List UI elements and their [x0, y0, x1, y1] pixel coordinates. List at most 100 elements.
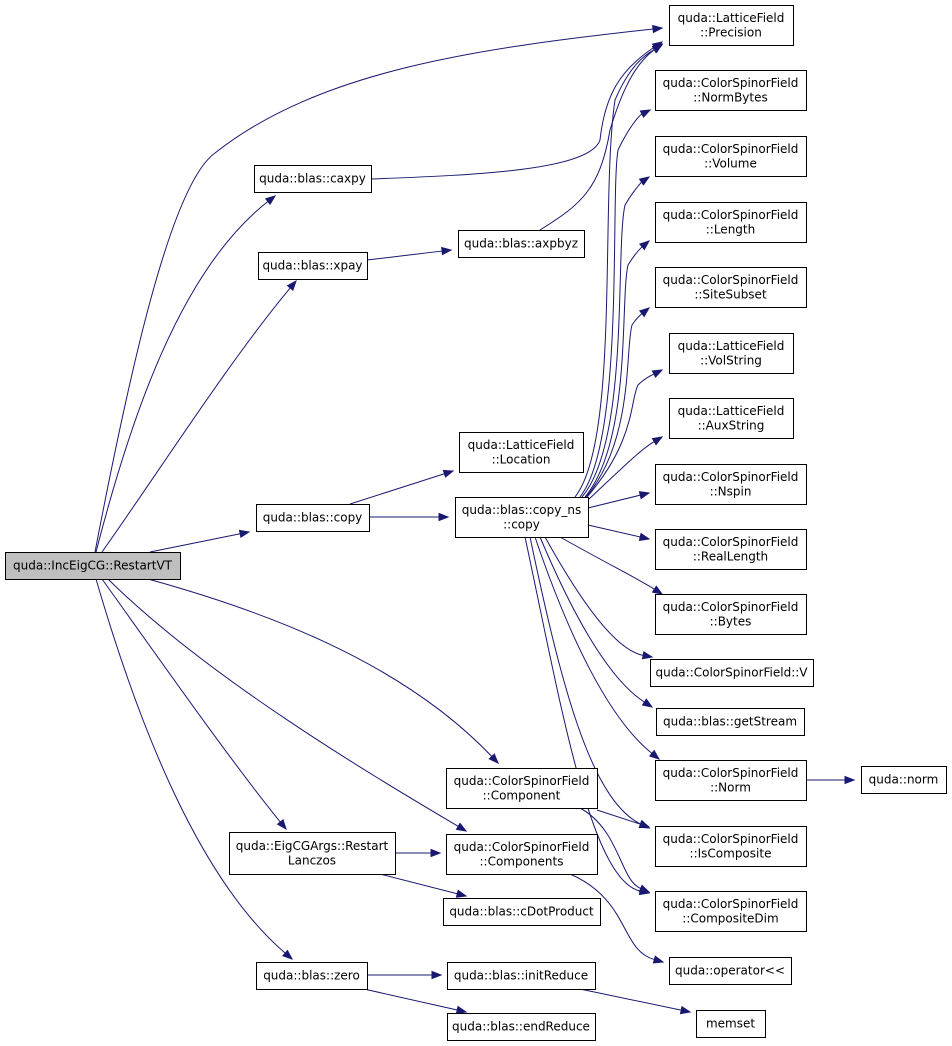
node-length[interactable]: quda::ColorSpinorField::Length — [655, 202, 807, 243]
node-components[interactable]: quda::ColorSpinorField::Components — [446, 834, 598, 875]
arrow-head — [438, 512, 450, 522]
node-normbytes[interactable]: quda::ColorSpinorField::NormBytes — [655, 70, 807, 111]
edge-line — [95, 578, 286, 954]
node-box[interactable] — [669, 957, 792, 985]
node-box[interactable] — [229, 832, 396, 875]
edges-layer — [94, 24, 856, 1015]
node-getstream[interactable]: quda::blas::getStream — [656, 708, 805, 736]
edge-xpay-to-axpbyz — [366, 246, 453, 261]
node-label: ::IsComposite — [690, 846, 772, 860]
node-box[interactable] — [655, 136, 807, 177]
node-box[interactable] — [861, 766, 947, 794]
node-box[interactable] — [650, 659, 814, 687]
node-restartvt[interactable]: quda::IncEigCG::RestartVT — [5, 552, 181, 580]
node-box[interactable] — [458, 230, 585, 258]
node-precision[interactable]: quda::LatticeField::Precision — [669, 5, 794, 46]
node-label: ::Components — [479, 854, 563, 868]
node-endreduce[interactable]: quda::blas::endReduce — [447, 1013, 596, 1041]
node-box[interactable] — [256, 962, 368, 990]
node-box[interactable] — [443, 898, 601, 926]
node-label: quda::ColorSpinorField — [663, 535, 799, 549]
node-iscomposite[interactable]: quda::ColorSpinorField::IsComposite — [655, 826, 807, 867]
node-box[interactable] — [256, 504, 370, 532]
node-box[interactable] — [446, 834, 598, 875]
node-box[interactable] — [655, 594, 807, 635]
node-sitesubset[interactable]: quda::ColorSpinorField::SiteSubset — [655, 267, 807, 308]
arrow-head — [844, 775, 856, 785]
node-xpay[interactable]: quda::blas::xpay — [258, 252, 368, 280]
node-box[interactable] — [669, 5, 794, 46]
node-location[interactable]: quda::LatticeField::Location — [459, 432, 584, 473]
node-memset[interactable]: memset — [696, 1010, 766, 1038]
node-v[interactable]: quda::ColorSpinorField::V — [650, 659, 814, 687]
edge-components-to-operatorlsh — [569, 873, 665, 964]
node-initreduce[interactable]: quda::blas::initReduce — [447, 962, 596, 990]
node-box[interactable] — [447, 962, 596, 990]
node-box[interactable] — [446, 768, 598, 809]
node-box[interactable] — [447, 1013, 596, 1041]
node-box[interactable] — [669, 333, 794, 374]
node-label: quda::norm — [869, 773, 939, 787]
node-cdotproduct[interactable]: quda::blas::cDotProduct — [443, 898, 601, 926]
node-box[interactable] — [455, 497, 589, 538]
node-volstring[interactable]: quda::LatticeField::VolString — [669, 333, 794, 374]
node-box[interactable] — [696, 1010, 766, 1038]
node-label: quda::ColorSpinorField — [663, 273, 799, 287]
node-reallength[interactable]: quda::ColorSpinorField::RealLength — [655, 529, 807, 570]
node-compositedim[interactable]: quda::ColorSpinorField::CompositeDim — [655, 891, 807, 932]
edge-line — [95, 201, 269, 553]
edge-line — [94, 28, 654, 553]
node-zero[interactable]: quda::blas::zero — [256, 962, 368, 990]
node-box[interactable] — [655, 267, 807, 308]
edge-copyns-to-norm — [534, 536, 661, 760]
node-quda-norm[interactable]: quda::norm — [861, 766, 947, 794]
edge-line — [585, 312, 643, 498]
node-box[interactable] — [655, 529, 807, 570]
node-box[interactable] — [655, 70, 807, 111]
node-label: quda::LatticeField — [678, 404, 785, 418]
node-axpbyz[interactable]: quda::blas::axpbyz — [458, 230, 585, 258]
edge-line — [534, 536, 653, 754]
node-label: ::Precision — [700, 25, 762, 39]
node-box[interactable] — [655, 891, 807, 932]
arrow-head — [638, 884, 651, 893]
edge-root-to-zero — [95, 578, 294, 960]
arrow-head — [638, 176, 651, 186]
node-box[interactable] — [655, 760, 807, 801]
node-label: ::RealLength — [693, 549, 768, 563]
node-box[interactable] — [655, 464, 807, 505]
node-box[interactable] — [5, 552, 181, 580]
node-label: ::CompositeDim — [682, 911, 778, 925]
node-operator-shift[interactable]: quda::operator<< — [669, 957, 792, 985]
node-norm[interactable]: quda::ColorSpinorField::Norm — [655, 760, 807, 801]
edge-axpbyz-to-precision — [539, 43, 664, 231]
node-box[interactable] — [459, 432, 584, 473]
node-copy[interactable]: quda::blas::copy — [256, 504, 370, 532]
node-caxpy[interactable]: quda::blas::caxpy — [254, 165, 372, 193]
node-copy-ns[interactable]: quda::blas::copy_ns::copy — [455, 497, 589, 538]
edge-line — [579, 113, 643, 498]
node-bytes[interactable]: quda::ColorSpinorField::Bytes — [655, 594, 807, 635]
node-label: quda::operator<< — [675, 964, 785, 978]
edge-line — [539, 536, 645, 703]
arrow-head — [652, 955, 665, 964]
edge-line — [379, 873, 458, 895]
node-box[interactable] — [655, 202, 807, 243]
node-auxstring[interactable]: quda::LatticeField::AuxString — [669, 398, 794, 439]
node-label: quda::blas::endReduce — [452, 1020, 590, 1034]
edge-line — [529, 536, 642, 825]
node-component[interactable]: quda::ColorSpinorField::Component — [446, 768, 598, 809]
node-box[interactable] — [258, 252, 368, 280]
node-label: quda::IncEigCG::RestartVT — [13, 559, 173, 573]
node-label: ::Nspin — [710, 484, 752, 498]
node-nspin[interactable]: quda::ColorSpinorField::Nspin — [655, 464, 807, 505]
node-volume[interactable]: quda::ColorSpinorField::Volume — [655, 136, 807, 177]
edge-copy-to-copyns — [369, 512, 450, 522]
node-box[interactable] — [655, 826, 807, 867]
arrow-head — [282, 949, 294, 960]
node-label: quda::blas::zero — [263, 969, 360, 983]
node-box[interactable] — [656, 708, 805, 736]
node-box[interactable] — [254, 165, 372, 193]
node-box[interactable] — [669, 398, 794, 439]
